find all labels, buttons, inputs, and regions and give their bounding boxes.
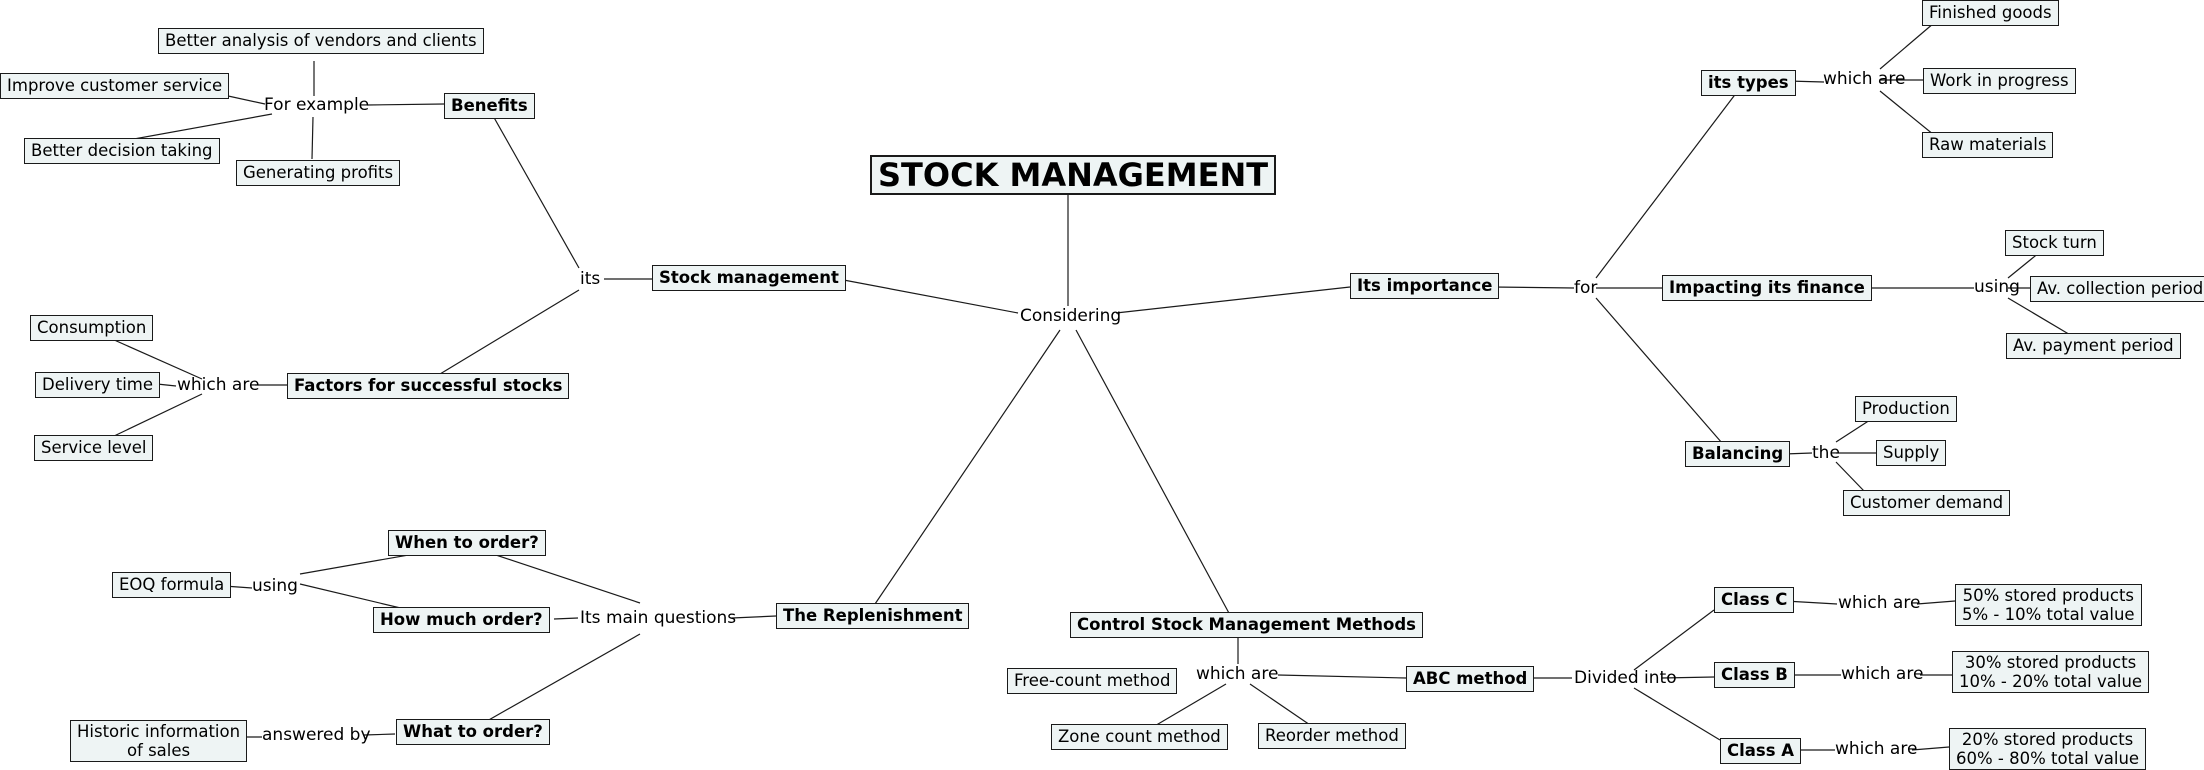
class-a-which-are-label: which are xyxy=(1835,739,1918,759)
types-which-are-label: which are xyxy=(1823,69,1906,89)
finance-stock-turn-node: Stock turn xyxy=(2005,230,2104,256)
finance-collection-period-node: Av. collection period xyxy=(2030,276,2204,302)
class-b-detail-node: 30% stored products 10% - 20% total valu… xyxy=(1952,651,2150,693)
free-count-method-node: Free-count method xyxy=(1007,668,1178,694)
class-a-detail-node: 20% stored products 60% - 80% total valu… xyxy=(1949,728,2147,770)
benefit-profits-node: Generating profits xyxy=(236,160,401,186)
historic-information-node: Historic information of sales xyxy=(70,720,248,762)
abc-method-node: ABC method xyxy=(1406,666,1535,692)
when-to-order-node: When to order? xyxy=(388,530,546,556)
control-methods-node: Control Stock Management Methods xyxy=(1070,612,1423,638)
for-example-link-label: For example xyxy=(264,95,370,115)
balancing-customer-demand-node: Customer demand xyxy=(1843,490,2011,516)
class-c-which-are-label: which are xyxy=(1838,593,1921,613)
class-c-line-1: 50% stored products xyxy=(1962,586,2135,605)
benefit-analysis-node: Better analysis of vendors and clients xyxy=(158,28,484,54)
class-b-node: Class B xyxy=(1714,662,1795,688)
stock-management-node: Stock management xyxy=(652,265,846,291)
answered-by-label: answered by xyxy=(262,725,371,745)
factors-which-are-label: which are xyxy=(177,375,260,395)
divided-into-label: Divided into xyxy=(1574,668,1677,688)
types-node: its types xyxy=(1701,70,1796,96)
type-raw-materials-node: Raw materials xyxy=(1922,132,2054,158)
class-a-node: Class A xyxy=(1720,738,1802,764)
eoq-using-label: using xyxy=(252,576,298,596)
how-much-order-node: How much order? xyxy=(373,607,550,633)
benefit-decision-node: Better decision taking xyxy=(24,138,220,164)
hub-considering-label: Considering xyxy=(1020,306,1122,326)
class-b-which-are-label: which are xyxy=(1841,664,1924,684)
control-which-are-label: which are xyxy=(1196,664,1279,684)
factors-node: Factors for successful stocks xyxy=(287,373,570,399)
type-finished-goods-node: Finished goods xyxy=(1922,0,2059,26)
for-link-label: for xyxy=(1574,278,1598,298)
factor-service-level-node: Service level xyxy=(34,435,154,461)
balancing-node: Balancing xyxy=(1685,441,1791,467)
class-a-line-1: 20% stored products xyxy=(1961,730,2134,749)
what-to-order-node: What to order? xyxy=(396,719,550,745)
balancing-the-label: the xyxy=(1812,443,1840,463)
benefit-customer-service-node: Improve customer service xyxy=(0,73,230,99)
class-c-line-2: 5% - 10% total value xyxy=(1962,605,2135,624)
class-a-line-2: 60% - 80% total value xyxy=(1956,749,2140,768)
class-c-detail-node: 50% stored products 5% - 10% total value xyxy=(1955,584,2142,626)
factor-consumption-node: Consumption xyxy=(30,315,154,341)
factor-delivery-time-node: Delivery time xyxy=(35,372,161,398)
replenishment-node: The Replenishment xyxy=(776,603,970,629)
eoq-formula-node: EOQ formula xyxy=(112,572,232,598)
its-link-label: its xyxy=(580,269,601,289)
zone-count-method-node: Zone count method xyxy=(1051,724,1228,750)
historic-line-2: of sales xyxy=(126,741,191,760)
finance-payment-period-node: Av. payment period xyxy=(2006,333,2181,359)
finance-using-label: using xyxy=(1974,277,2020,297)
finance-node: Impacting its finance xyxy=(1662,275,1872,301)
class-b-line-2: 10% - 20% total value xyxy=(1959,672,2143,691)
diagram-title: STOCK MANAGEMENT xyxy=(870,155,1277,195)
class-c-node: Class C xyxy=(1714,587,1795,613)
importance-node: Its importance xyxy=(1350,273,1500,299)
balancing-production-node: Production xyxy=(1855,396,1957,422)
reorder-method-node: Reorder method xyxy=(1258,723,1406,749)
balancing-supply-node: Supply xyxy=(1876,440,1947,466)
type-work-in-progress-node: Work in progress xyxy=(1923,68,2076,94)
main-questions-link-label: Its main questions xyxy=(580,608,737,628)
class-b-line-1: 30% stored products xyxy=(1964,653,2137,672)
historic-line-1: Historic information xyxy=(77,722,241,741)
benefits-node: Benefits xyxy=(444,93,535,119)
